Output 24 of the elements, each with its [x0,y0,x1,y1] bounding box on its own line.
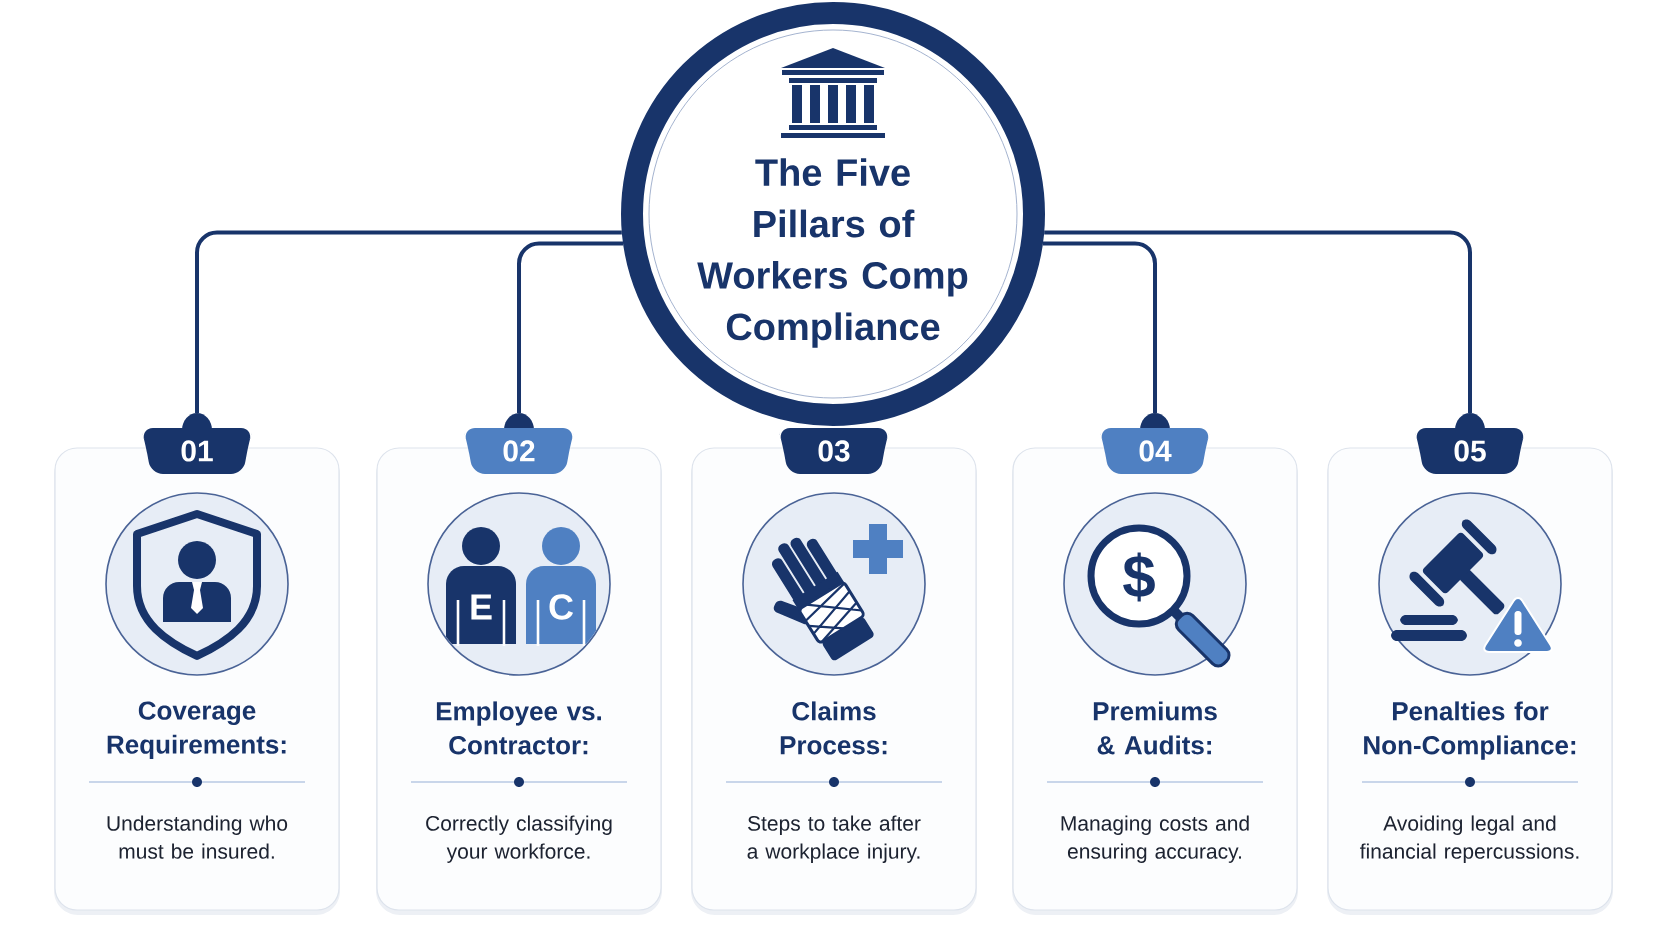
number-tab: 05 [1414,413,1526,474]
title-circle [621,2,1045,426]
number-tab: 03 [778,428,890,474]
card-description: Correctly classifying your workforce. [426,815,612,863]
card-heading: Penalties for Non-Compliance: [1364,701,1576,760]
card-description: Steps to take after a workplace injury. [747,815,921,863]
card-description: Managing costs and ensuring accuracy. [1061,815,1249,863]
icon-letter: E [471,594,492,620]
number-tab: 04 [1099,413,1211,474]
card-description: Understanding who must be insured. [107,815,288,859]
connector-line [1044,230,1472,413]
connector-line [517,241,624,413]
connector-line [195,230,622,413]
card-heading: Employee vs. Contractor: [436,701,601,755]
dollar-sign: $ [1123,552,1155,602]
card-heading: Coverage Requirements: [107,701,286,759]
number-tab: 01 [141,413,253,474]
icon-letter: C [549,594,574,620]
card-heading: Claims Process: [780,701,887,755]
card-description: Avoiding legal and financial repercussions. [1360,815,1579,863]
number-tab: 02 [463,413,575,474]
connector-line [1042,241,1157,413]
title: The Five Pillars of Workers Comp Compliance [697,158,968,348]
card-heading: Premiums & Audits: [1093,701,1217,755]
